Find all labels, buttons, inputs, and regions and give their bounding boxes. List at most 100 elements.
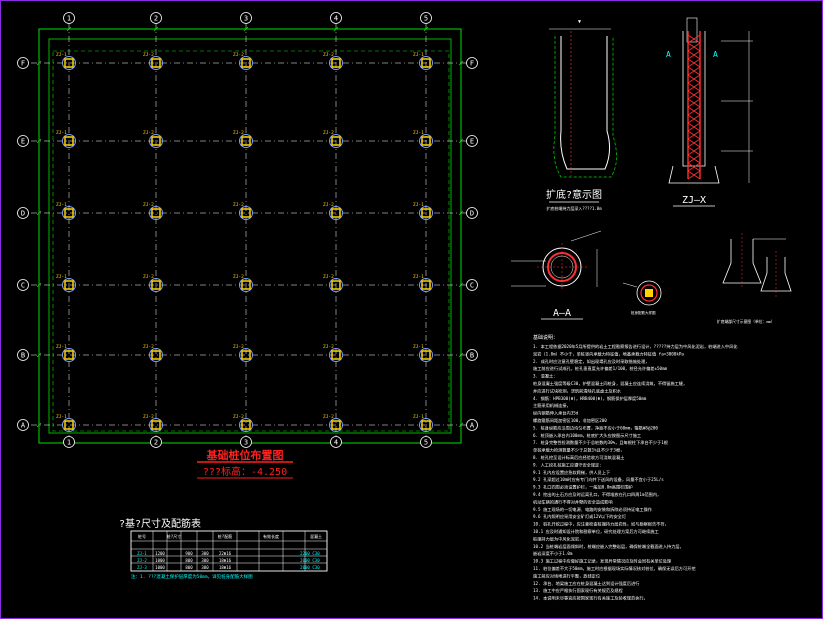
axis-bubble-label: F <box>470 60 474 68</box>
axis-bubble <box>17 207 29 219</box>
table-cell: ZJ-2 <box>137 558 147 563</box>
table-cell: 900 <box>185 551 193 556</box>
pile-column <box>64 420 74 430</box>
pile-ring <box>62 418 76 432</box>
notes-line: 2. 成孔时应注意孔壁稳定，如出现塌孔应及时采取措施处理， <box>533 358 649 365</box>
notes-line: 11. 桩位偏差不大于50mm，施工时应根据现场实际情况核对桩位，确保无误后方可… <box>533 565 696 572</box>
pile-ring <box>62 278 76 292</box>
base-detail-b <box>760 257 792 292</box>
pile-label: ZJ-1 <box>56 414 67 420</box>
pile-column <box>421 136 431 146</box>
table-cell: C30 <box>312 558 320 563</box>
dim-tick <box>36 210 42 216</box>
table-cell: 300 <box>201 565 209 570</box>
notes-line: 桩身混凝土强度等级C30，护壁混凝土同桩身，混凝土应连续浇筑，不得留施工缝， <box>533 380 687 387</box>
notes-line: 9.6 孔内照明应采用安全矿灯或12V以下的安全灯 <box>533 513 627 520</box>
small-section-leader <box>622 282 638 288</box>
enlarged-base-detail: ▼ 扩底?意示图 扩底桩端持力层深入????1.0m <box>546 19 617 211</box>
pile-ring <box>329 278 343 292</box>
pile-column <box>421 420 431 430</box>
pile-label: ZJ-2 <box>143 202 154 208</box>
pile-ring <box>62 348 76 362</box>
axis-bubble-label: 5 <box>424 15 428 23</box>
notes-line: 9. 人工挖孔桩施工应遵守安全规定： <box>533 461 603 468</box>
zjx-rebar-cage <box>687 31 701 180</box>
notes-line: 9.4 挖出的土石方应及时运离孔口，不得堆放在孔口四周1m范围内， <box>533 491 661 498</box>
pile-label: ZJ-1 <box>413 202 424 208</box>
pile-ring <box>419 348 433 362</box>
plan-elevation: ???标高：-4.250 <box>203 465 287 478</box>
notes-line: 主筋采用机械连接， <box>533 402 571 409</box>
table-cell: C30 <box>312 565 320 570</box>
pile-column <box>241 350 251 360</box>
pile-label: ZJ-1 <box>413 130 424 136</box>
pile-label: ZJ-2 <box>233 130 244 136</box>
axis-bubble <box>150 436 162 448</box>
pile-ring <box>329 348 343 362</box>
pile-column <box>151 420 161 430</box>
axis-bubble-label: E <box>470 138 474 146</box>
pile-column <box>64 58 74 68</box>
plan-outer-dimension-frame <box>38 28 462 444</box>
notes-line: 13. 施工中应严格执行国家现行有关规范及规程 <box>533 587 623 594</box>
zjx-spiral-tie <box>687 130 701 140</box>
dim-tick <box>36 138 42 144</box>
axis-bubble <box>63 12 75 24</box>
axis-bubble-label: 1 <box>67 15 71 23</box>
notes-line: 泥岩（1.0m）不小于，单桩竖向承载力特征值，地基承载力特征值 fa=3000k… <box>533 350 684 357</box>
pile-label: ZJ-2 <box>143 130 154 136</box>
table-cell: 2000 <box>300 558 310 563</box>
zjx-spiral-tie <box>687 170 701 180</box>
dim-tick <box>36 422 42 428</box>
enlarged-subtitle: 扩底桩端持力层深入????1.0m <box>546 205 602 211</box>
base-size-detail: 扩底端部尺寸示意图（单位：mm） <box>717 233 792 324</box>
small-section-core <box>645 289 653 297</box>
pile-ring <box>62 134 76 148</box>
dim-tick <box>36 60 42 66</box>
zjx-spiral-tie <box>687 122 701 132</box>
notes-line: 施工前应进行试成孔，桩孔垂直度允许偏差1/100，桩径允许偏差±50mm <box>533 365 668 372</box>
zjx-section-mark-left: A <box>666 50 671 59</box>
notes-line: 嵌岩深度不小于1.0m <box>533 550 573 557</box>
pile-label: ZJ-2 <box>233 202 244 208</box>
table-cell: 18Φ16 <box>219 565 232 570</box>
pile-column <box>151 136 161 146</box>
pile-column <box>331 350 341 360</box>
pile-ring <box>149 206 163 220</box>
axis-bubble <box>150 12 162 24</box>
notes-line: 10. 桩孔开挖过程中，应注意检查桩端持力层岩性，如与勘察报告不符， <box>533 521 669 528</box>
pile-ring <box>329 418 343 432</box>
pile-label: ZJ-1 <box>56 274 67 280</box>
design-notes: 基础说明： 1. 本工程依据2020年5月所提供的岩土工程勘察报告进行设计，??… <box>533 334 738 602</box>
axis-bubble-label: A <box>21 422 26 430</box>
axis-bubble <box>17 279 29 291</box>
pile-ring <box>419 206 433 220</box>
table-grid <box>130 530 328 572</box>
dim-tick <box>458 60 464 66</box>
pile-ring <box>62 206 76 220</box>
notes-line: 8. 桩孔挖至设计标高后应经验收方可浇筑混凝土 <box>533 454 624 461</box>
pile-label: ZJ-2 <box>233 52 244 58</box>
pile-label: ZJ-2 <box>323 274 334 280</box>
zjx-spiral-tie <box>687 146 701 156</box>
notes-lines: 1. 本工程依据2020年5月所提供的岩土工程勘察报告进行设计，?????持力层… <box>533 343 738 602</box>
axis-bubble <box>240 436 252 448</box>
pile-ring <box>149 56 163 70</box>
dim-tick <box>423 26 429 32</box>
pile-ring <box>419 278 433 292</box>
table-cell: 1200 <box>155 551 165 556</box>
axis-bubble-label: C <box>470 282 474 290</box>
axis-bubble-label: 1 <box>67 439 71 447</box>
aa-title: A—A <box>553 308 571 319</box>
axis-bubble <box>466 349 478 361</box>
zjx-spiral-tie <box>687 82 701 92</box>
zjx-spiral-tie <box>687 162 701 172</box>
pile-label: ZJ-1 <box>413 52 424 58</box>
pile-ring <box>149 418 163 432</box>
axis-bubble <box>330 12 342 24</box>
axis-bubble-label: 4 <box>334 15 338 23</box>
base-detail-caption: 扩底端部尺寸示意图（单位：mm） <box>717 319 775 324</box>
pile-column <box>331 136 341 146</box>
zjx-spiral-tie <box>687 50 701 60</box>
